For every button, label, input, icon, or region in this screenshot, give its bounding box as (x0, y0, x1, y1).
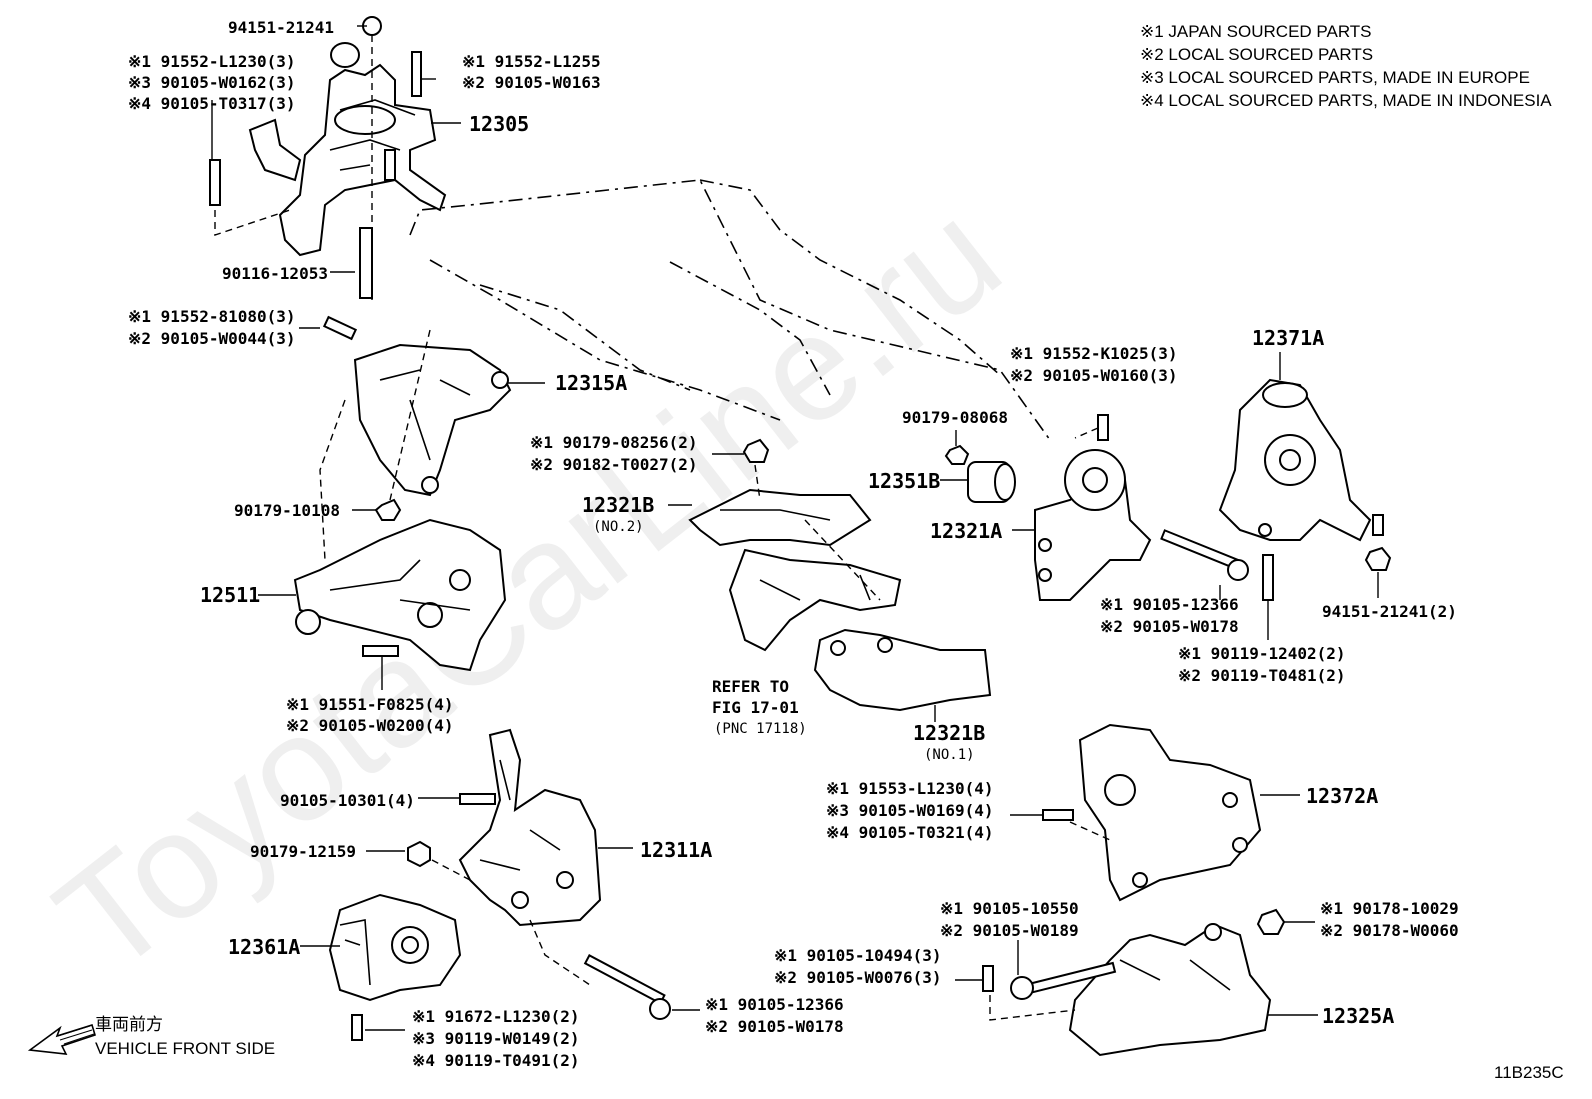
label-90182-T0027: ※2 90182-T0027(2) (530, 455, 698, 474)
label-90105-W0178-bottom: ※2 90105-W0178 (705, 1017, 844, 1036)
part-label-12325A: 12325A (1322, 1004, 1394, 1028)
bolt-icon (1097, 414, 1109, 441)
part-12311A-bracket (458, 728, 602, 927)
refer-line-2: FIG 17-01 (712, 698, 799, 717)
vehicle-front-jp: 車両前方 (95, 1015, 163, 1034)
figure-code: 11B235C (1494, 1063, 1564, 1082)
part-label-12321B-no1: 12321B (913, 721, 985, 745)
part-sublabel-no1: (NO.1) (924, 747, 975, 763)
label-90105-10301: 90105-10301(4) (280, 791, 415, 810)
label-90105-T0321: ※4 90105-T0321(4) (826, 823, 994, 842)
nut-icon (742, 438, 770, 463)
part-label-12305: 12305 (469, 112, 529, 136)
legend-notes: ※1 JAPAN SOURCED PARTS ※2 LOCAL SOURCED … (1140, 22, 1552, 110)
nut-icon (1364, 546, 1392, 571)
part-label-12371A: 12371A (1252, 326, 1324, 350)
part-12361A-mount (328, 893, 462, 1002)
part-12305-engine-mount (248, 42, 447, 257)
bolt-icon (1372, 514, 1384, 536)
label-90105-T0317: ※4 90105-T0317(3) (128, 94, 296, 113)
refer-line-1: REFER TO (712, 677, 789, 696)
vehicle-front-arrow-icon (27, 1023, 96, 1055)
label-90105-W0189: ※2 90105-W0189 (940, 921, 1079, 940)
part-label-12511: 12511 (200, 583, 260, 607)
part-label-12361A: 12361A (228, 935, 300, 959)
label-90119-W0149: ※3 90119-W0149(2) (412, 1029, 580, 1048)
label-91552-K1025: ※1 91552-K1025(3) (1010, 344, 1178, 363)
part-sublabel-no2: (NO.2) (593, 519, 644, 535)
nut-icon (407, 840, 431, 868)
long-bolt-icon (583, 954, 666, 1005)
part-12321B-no2-heat-insulator (688, 488, 872, 547)
bolt-icon (1042, 809, 1074, 821)
bolt-icon (209, 16, 422, 299)
label-90105-W0163: ※2 90105-W0163 (462, 73, 601, 92)
label-90105-12366-bottom: ※1 90105-12366 (705, 995, 844, 1014)
engine-outline (409, 179, 1051, 441)
label-90105-W0178-mid: ※2 90105-W0178 (1100, 617, 1239, 636)
note-1: ※1 JAPAN SOURCED PARTS (1140, 22, 1372, 41)
label-90179-08068: 90179-08068 (902, 408, 1008, 427)
part-12315A-bracket (353, 343, 512, 497)
bolt-icon (362, 645, 399, 657)
part-12325A-bracket (1068, 923, 1272, 1057)
label-90105-10494: ※1 90105-10494(3) (774, 946, 942, 965)
part-12321B-no1-heat-insulator (813, 628, 992, 712)
part-label-12311A: 12311A (640, 838, 712, 862)
part-12511-bracket (293, 518, 507, 672)
label-90105-W0076: ※2 90105-W0076(3) (774, 968, 942, 987)
label-90179-12159: 90179-12159 (250, 842, 356, 861)
fastener-labels: 94151-21241 ※1 91552-L1230(3) ※3 90105-W… (128, 18, 1459, 1070)
label-90119-T0491: ※4 90119-T0491(2) (412, 1051, 580, 1070)
label-91553-L1230: ※1 91553-L1230(4) (826, 779, 994, 798)
label-90116-12053: 90116-12053 (222, 264, 328, 283)
label-94151-21241-right: 94151-21241(2) (1322, 602, 1457, 621)
part-12321A-bracket (1034, 449, 1152, 601)
bolt-icon (1262, 554, 1274, 601)
label-90105-W0162: ※3 90105-W0162(3) (128, 73, 296, 92)
part-label-12321A: 12321A (930, 519, 1002, 543)
label-91551-F0825: ※1 91551-F0825(4) (286, 695, 454, 714)
part-12371A-engine-mount (1218, 378, 1372, 542)
label-94151-21241-top: 94151-21241 (228, 18, 334, 37)
label-90105-W0200: ※2 90105-W0200(4) (286, 716, 454, 735)
label-90179-10108: 90179-10108 (234, 501, 340, 520)
note-2: ※2 LOCAL SOURCED PARTS (1140, 45, 1373, 64)
part-12351B-bushing (967, 461, 1016, 503)
label-91672-L1230: ※1 91672-L1230(2) (412, 1007, 580, 1026)
bolt-icon (351, 1014, 363, 1041)
bolt-icon (982, 965, 994, 992)
label-91552-81080: ※1 91552-81080(3) (128, 307, 296, 326)
part-label-12351B: 12351B (868, 469, 940, 493)
bolt-icon (322, 315, 358, 341)
part-label-12321B-no2: 12321B (582, 493, 654, 517)
part-number-labels: 12305 12315A 12511 12311A 12361A 12321B … (200, 112, 1394, 1028)
label-90178-W0060: ※2 90178-W0060 (1320, 921, 1459, 940)
label-90105-W0160: ※2 90105-W0160(3) (1010, 366, 1178, 385)
label-90119-12402: ※1 90119-12402(2) (1178, 644, 1346, 663)
bolt-icon (459, 793, 496, 805)
label-91552-L1255: ※1 91552-L1255 (462, 52, 601, 71)
label-90105-10550: ※1 90105-10550 (940, 899, 1079, 918)
note-3: ※3 LOCAL SOURCED PARTS, MADE IN EUROPE (1140, 68, 1530, 87)
label-90105-W0169: ※3 90105-W0169(4) (826, 801, 994, 820)
refer-line-3: (PNC 17118) (714, 721, 807, 737)
label-90105-12366-mid: ※1 90105-12366 (1100, 595, 1239, 614)
nut-icon (374, 498, 402, 521)
part-label-12372A: 12372A (1306, 784, 1378, 808)
note-4: ※4 LOCAL SOURCED PARTS, MADE IN INDONESI… (1140, 91, 1552, 110)
label-90105-W0044: ※2 90105-W0044(3) (128, 329, 296, 348)
label-91552-L1230: ※1 91552-L1230(3) (128, 52, 296, 71)
refer-to-fig-note: REFER TO FIG 17-01 (PNC 17118) (712, 677, 807, 737)
vehicle-front-en: VEHICLE FRONT SIDE (95, 1039, 275, 1058)
nut-icon (944, 444, 970, 465)
part-12372A-bracket (1078, 723, 1262, 902)
label-90179-08256: ※1 90179-08256(2) (530, 433, 698, 452)
label-90119-T0481: ※2 90119-T0481(2) (1178, 666, 1346, 685)
label-90178-10029: ※1 90178-10029 (1320, 899, 1459, 918)
nut-icon (1256, 908, 1286, 935)
part-label-12315A: 12315A (555, 371, 627, 395)
